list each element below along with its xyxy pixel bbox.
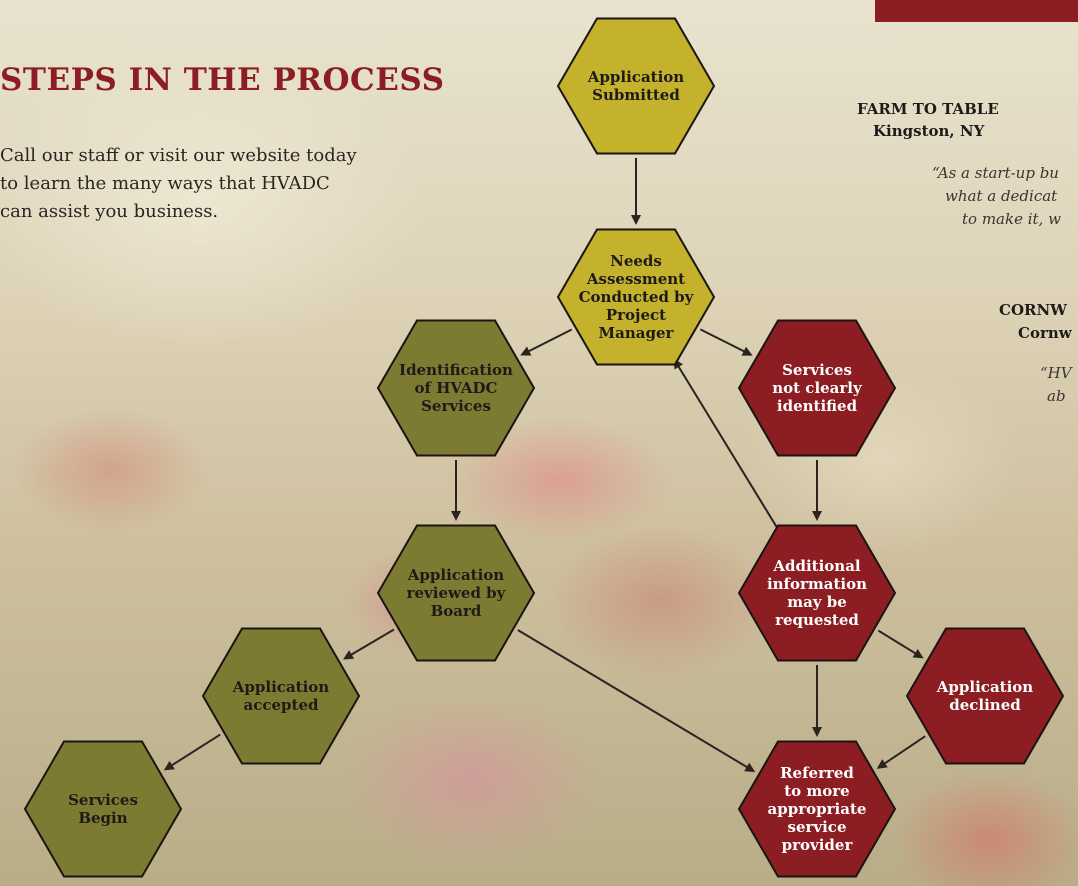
- node-label-line: Application: [232, 678, 329, 696]
- edge-additional-info-to-application-declined: [877, 629, 924, 659]
- testimonial-quote-line: ab: [1047, 387, 1066, 405]
- node-label-line: identified: [777, 397, 858, 415]
- hexagon-shape: [376, 319, 536, 457]
- node-label-line: appropriate: [768, 800, 867, 818]
- node-label-line: Project: [606, 306, 666, 324]
- node-label-line: Conducted by: [579, 288, 695, 306]
- hexagon-shape: [737, 740, 897, 878]
- testimonial-quote-line: to make it, w: [962, 210, 1061, 228]
- edge-application-reviewed-to-referred: [517, 629, 756, 773]
- testimonial-heading: CORNW: [999, 301, 1068, 319]
- node-label-line: Submitted: [592, 86, 680, 104]
- node-label-line: Referred: [780, 764, 854, 782]
- hexagon-shape: [737, 319, 897, 457]
- edge-application-accepted-to-services-begin: [163, 733, 221, 771]
- intro-line: Call our staff or visit our website toda…: [0, 145, 357, 166]
- testimonial-quote-line: “As a start-up bu: [932, 164, 1059, 182]
- node-label-line: not clearly: [772, 379, 863, 397]
- node-label-line: to more: [784, 782, 849, 800]
- edge-additional-info-to-needs-assessment: [673, 358, 781, 533]
- testimonial-quote-line: “HV: [1040, 364, 1072, 382]
- node-label-line: requested: [775, 611, 859, 629]
- testimonial-quote-line: what a dedicat: [945, 187, 1058, 205]
- hexagon-shape: [23, 740, 183, 878]
- intro-line: can assist you business.: [0, 201, 219, 222]
- node-label-line: Application: [407, 566, 504, 584]
- hexagon-shape: [905, 627, 1065, 765]
- node-label-line: Needs: [610, 252, 662, 270]
- node-label-line: Assessment: [586, 270, 685, 288]
- hexagon-shape: [556, 17, 716, 155]
- node-label-line: Application: [936, 678, 1033, 696]
- testimonial-location: Cornw: [1018, 324, 1072, 342]
- edge-needs-assessment-to-services-not-identified: [699, 328, 753, 356]
- hexagon-shape: [737, 524, 897, 662]
- node-label-line: information: [767, 575, 867, 593]
- hexagon-shape: [556, 228, 716, 366]
- testimonial-location: Kingston, NY: [873, 122, 985, 140]
- page-title: STEPS IN THE PROCESS: [0, 62, 445, 98]
- node-label-line: declined: [949, 696, 1021, 714]
- node-label-line: provider: [782, 836, 854, 854]
- node-label-line: Services: [782, 361, 852, 379]
- edge-application-reviewed-to-application-accepted: [343, 628, 395, 660]
- node-label-line: accepted: [244, 696, 319, 714]
- node-label-line: Identification: [399, 361, 513, 379]
- intro-line: to learn the many ways that HVADC: [0, 173, 330, 194]
- hexagon-shape: [376, 524, 536, 662]
- edge-application-declined-to-referred: [876, 735, 926, 769]
- node-label-line: Begin: [78, 809, 127, 827]
- node-label-line: may be: [787, 593, 847, 611]
- hexagon-shape: [201, 627, 361, 765]
- node-label-line: Board: [431, 602, 482, 620]
- node-label-line: reviewed by: [407, 584, 507, 602]
- node-label-line: Application: [587, 68, 684, 86]
- node-label-line: Services: [68, 791, 138, 809]
- node-label-line: Services: [421, 397, 491, 415]
- edge-needs-assessment-to-identification-services: [520, 328, 573, 356]
- testimonial-heading: FARM TO TABLE: [857, 100, 999, 118]
- node-label-line: service: [788, 818, 847, 836]
- intro-text: Call our staff or visit our website toda…: [0, 142, 460, 226]
- node-label-line: Additional: [772, 557, 861, 575]
- top-accent-bar: [875, 0, 1078, 22]
- node-label-line: Manager: [599, 324, 675, 342]
- node-label-line: of HVADC: [415, 379, 498, 397]
